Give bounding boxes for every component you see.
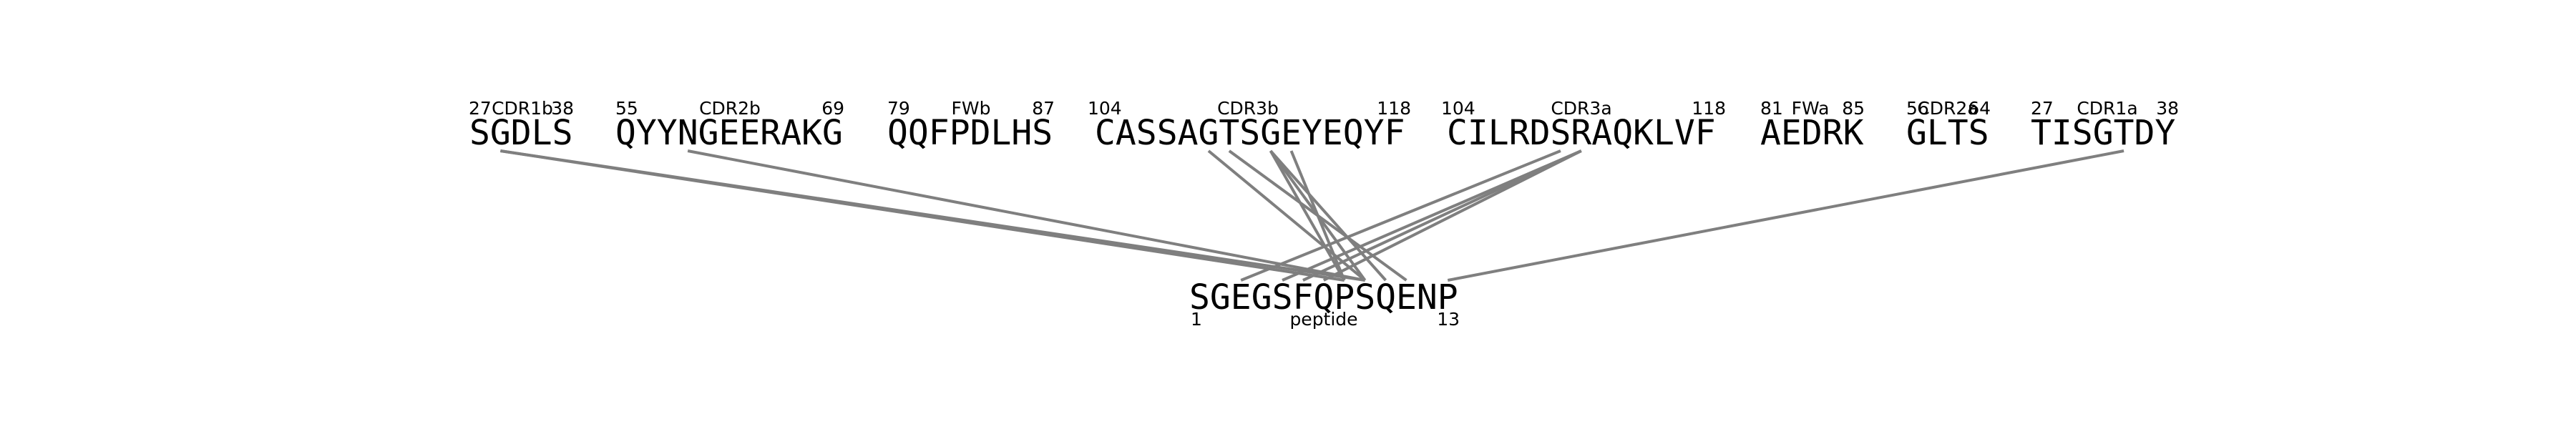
segment-name: CDR3b	[1217, 98, 1279, 119]
segment-end-number: 118	[1692, 98, 1726, 119]
peptide-start-number: 1	[1191, 309, 1202, 330]
segment-start-number: 55	[615, 98, 638, 119]
contact-lines	[500, 149, 2124, 282]
segment-sequence: SGDLS	[469, 113, 573, 153]
segment-start-number: 79	[887, 98, 910, 119]
contact-line	[1289, 150, 1346, 281]
contact-line	[687, 149, 1366, 282]
segment-cdr2b: QYYNGEERAKG 55 CDR2b 69	[615, 98, 844, 153]
segment-cdr3a: CILRDSRAQKLVF 104 CDR3a 118	[1441, 98, 1726, 153]
segment-cdr2a: GLTS 56 CDR2a 64	[1906, 98, 1991, 153]
segment-start-number: 104	[1088, 98, 1122, 119]
contact-line	[1240, 149, 1561, 282]
peptide-label: peptide	[1289, 309, 1357, 330]
peptide-sequence: SGEGSFQPSQENP	[1189, 277, 1458, 317]
segment-sequence: QQFPDLHS	[887, 113, 1053, 153]
segment-end-number: 69	[821, 98, 844, 119]
contact-line	[1269, 150, 1346, 281]
segment-sequence: QYYNGEERAKG	[615, 113, 843, 153]
segment-start-number: 104	[1441, 98, 1475, 119]
segment-name: CDR2b	[699, 98, 761, 119]
segment-end-number: 38	[2156, 98, 2179, 119]
contact-line	[1447, 149, 2124, 282]
segment-sequence: TISGTDY	[2031, 113, 2175, 153]
segment-name: CDR1a	[2077, 98, 2137, 119]
segment-name: FWb	[952, 98, 991, 119]
segment-cdr1a: TISGTDY 27 CDR1a 38	[2031, 98, 2179, 153]
segment-start-number: 81	[1760, 98, 1783, 119]
segment-name: FWa	[1792, 98, 1830, 119]
segment-sequence: AEDRK	[1760, 113, 1864, 153]
peptide-end-number: 13	[1437, 309, 1460, 330]
peptide: SGEGSFQPSQENP 1 peptide 13	[1189, 277, 1460, 330]
segment-end-number: 64	[1968, 98, 1991, 119]
contact-line	[1207, 149, 1366, 282]
segment-sequence: CILRDSRAQKLVF	[1447, 113, 1716, 153]
segment-start-number: 27	[469, 98, 492, 119]
segment-end-number: 118	[1377, 98, 1411, 119]
segment-end-number: 87	[1032, 98, 1055, 119]
segment-cdr1b: SGDLS 27 CDR1b 38	[469, 98, 574, 153]
segment-name: CDR3a	[1551, 98, 1611, 119]
segment-name: CDR1b	[492, 98, 553, 119]
contact-line	[1302, 149, 1582, 282]
segment-sequence: GLTS	[1906, 113, 1989, 153]
segment-start-number: 27	[2031, 98, 2054, 119]
segment-fwa: AEDRK 81 FWa 85	[1760, 98, 1865, 153]
segment-end-number: 38	[551, 98, 574, 119]
segment-name: CDR2a	[1917, 98, 1978, 119]
segment-end-number: 85	[1842, 98, 1865, 119]
segment-fwb: QQFPDLHS 79 FWb 87	[887, 98, 1055, 153]
contact-line	[1322, 149, 1582, 282]
contact-line	[1282, 149, 1582, 282]
contact-line	[500, 149, 1365, 282]
segment-cdr3b: CASSAGTSGEYEQYF 104 CDR3b 118	[1088, 98, 1411, 153]
segment-start-number: 56	[1906, 98, 1929, 119]
segment-sequence: CASSAGTSGEYEQYF	[1095, 113, 1405, 153]
